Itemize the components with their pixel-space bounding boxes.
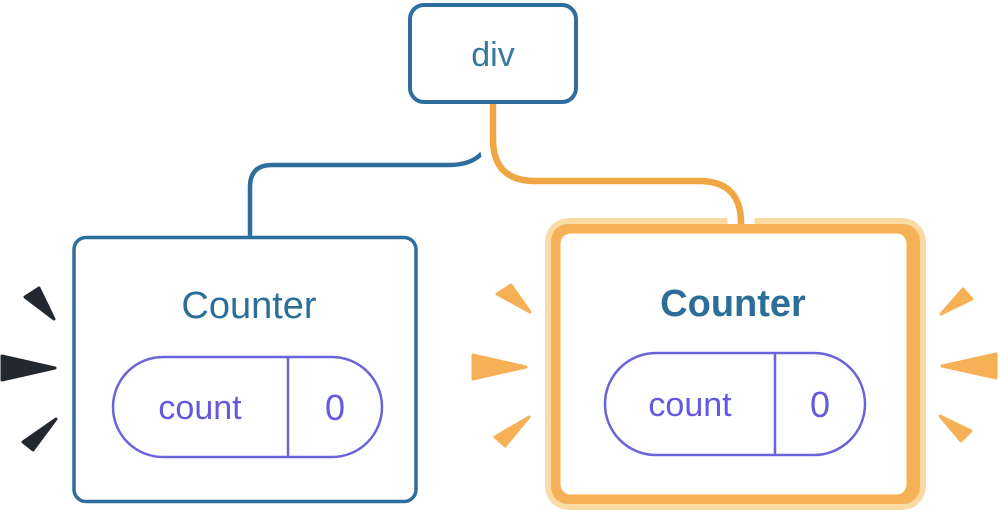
counter-node-label: Counter bbox=[660, 283, 806, 325]
state-value: 0 bbox=[325, 387, 345, 428]
burst-ray-icon bbox=[0, 354, 57, 382]
root-card bbox=[408, 3, 578, 104]
state-key-label: count bbox=[648, 386, 732, 424]
state-key-label: count bbox=[158, 389, 242, 427]
counter-node-label: Counter bbox=[181, 285, 317, 327]
burst-ray-icon bbox=[21, 417, 58, 452]
counter-node-right: Counter count 0 bbox=[551, 224, 920, 504]
root-node-label: div bbox=[471, 36, 514, 74]
edge-div-to-left-counter bbox=[247, 101, 496, 239]
edge-div-to-right-counter bbox=[479, 101, 755, 235]
edge-casing bbox=[479, 101, 755, 235]
burst-ray-icon bbox=[940, 352, 998, 380]
burst-ray-icon bbox=[938, 414, 973, 443]
burst-right-counter-right bbox=[938, 287, 998, 443]
edge-wire bbox=[489, 101, 745, 235]
burst-right-counter-left bbox=[471, 283, 532, 448]
burst-left-counter bbox=[0, 286, 58, 452]
state-pill-outline bbox=[111, 355, 384, 459]
burst-ray-icon bbox=[939, 287, 974, 316]
burst-ray-icon bbox=[471, 353, 528, 381]
burst-ray-icon bbox=[23, 286, 56, 321]
burst-ray-icon bbox=[493, 415, 531, 448]
burst-ray-icon bbox=[495, 283, 532, 314]
state-pill: count 0 bbox=[111, 355, 384, 459]
state-pill-outline bbox=[603, 351, 867, 457]
state-value: 0 bbox=[810, 384, 830, 425]
root-node: div bbox=[408, 3, 578, 104]
state-pill: count 0 bbox=[603, 351, 867, 457]
counter-node-left: Counter count 0 bbox=[72, 235, 418, 504]
